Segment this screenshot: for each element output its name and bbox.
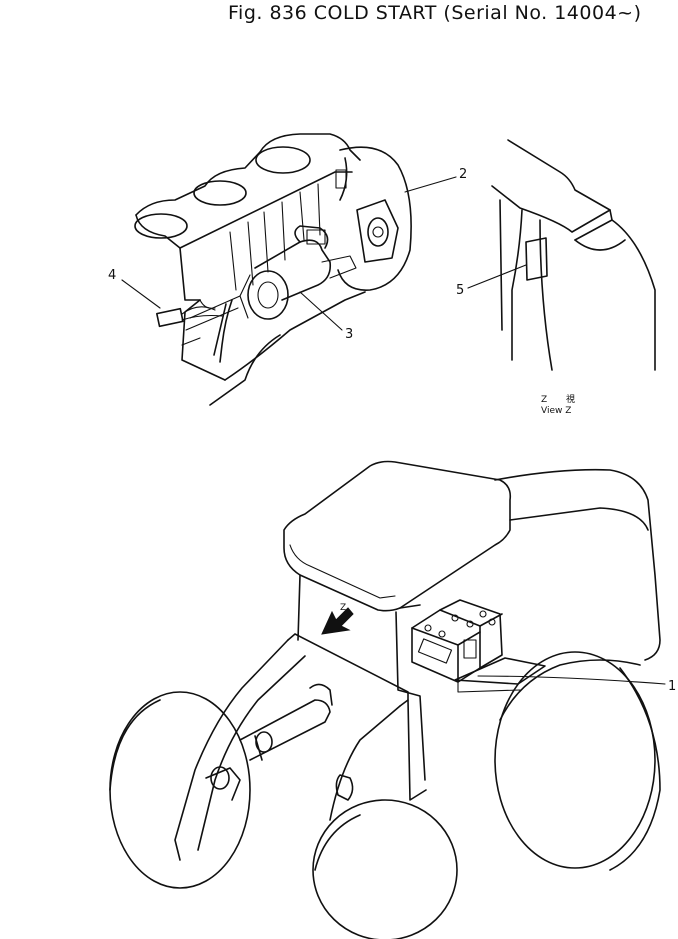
callout-5: 5 xyxy=(456,264,527,298)
figure-title: Fig. 836 COLD START (Serial No. 14004~) xyxy=(228,2,642,24)
callout-3-label: 3 xyxy=(345,327,353,342)
view-z-illustration xyxy=(491,139,656,371)
view-z-arrow-label: Z xyxy=(340,603,346,613)
loader-rear-illustration xyxy=(109,460,661,939)
view-z-caption: Z 視 View Z xyxy=(541,393,575,416)
callout-2: 2 xyxy=(404,167,467,193)
view-z-mark: Z xyxy=(541,395,547,405)
view-z-kanji: 視 xyxy=(566,393,575,405)
callout-1: 1 xyxy=(477,675,676,694)
callout-4: 4 xyxy=(108,268,161,309)
callout-4-label: 4 xyxy=(108,268,116,283)
callout-3: 3 xyxy=(299,291,353,342)
callout-1-label: 1 xyxy=(668,679,676,694)
view-z-arrow: Z xyxy=(321,603,354,635)
callout-5-label: 5 xyxy=(456,283,464,298)
callout-2-label: 2 xyxy=(459,167,467,182)
figure-serial-range: (Serial No. 14004~) xyxy=(443,2,642,24)
engine-block-illustration xyxy=(134,133,412,406)
figure-title-text: Fig. 836 COLD START xyxy=(228,2,437,24)
view-z-label: View Z xyxy=(541,406,571,416)
